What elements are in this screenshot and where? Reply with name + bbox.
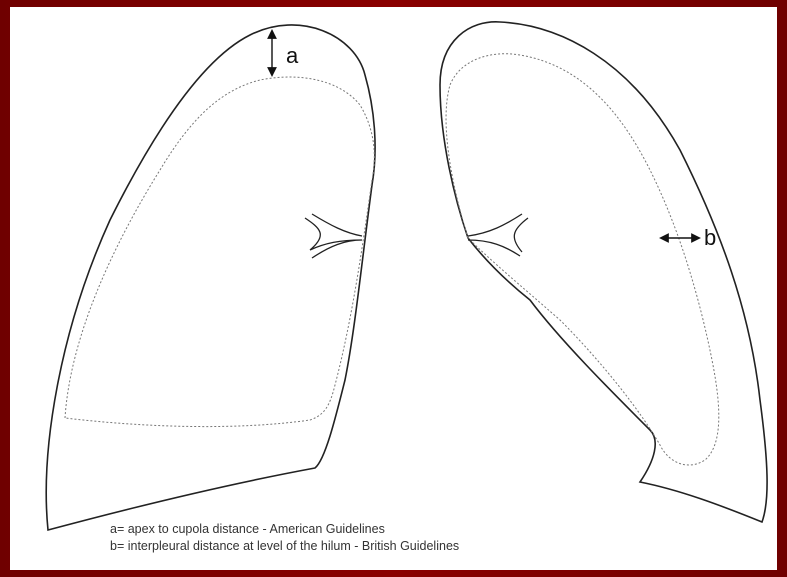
label-a: a xyxy=(286,43,299,68)
legend: a= apex to cupola distance - American Gu… xyxy=(110,521,459,555)
right-lung-outer-outline xyxy=(46,25,375,530)
legend-line-a: a= apex to cupola distance - American Gu… xyxy=(110,521,459,538)
left-lung-outer-outline xyxy=(440,22,767,522)
legend-line-b: b= interpleural distance at level of the… xyxy=(110,538,459,555)
label-b: b xyxy=(704,225,716,250)
right-hilum xyxy=(305,214,362,258)
right-lung-inner-outline xyxy=(65,77,374,427)
